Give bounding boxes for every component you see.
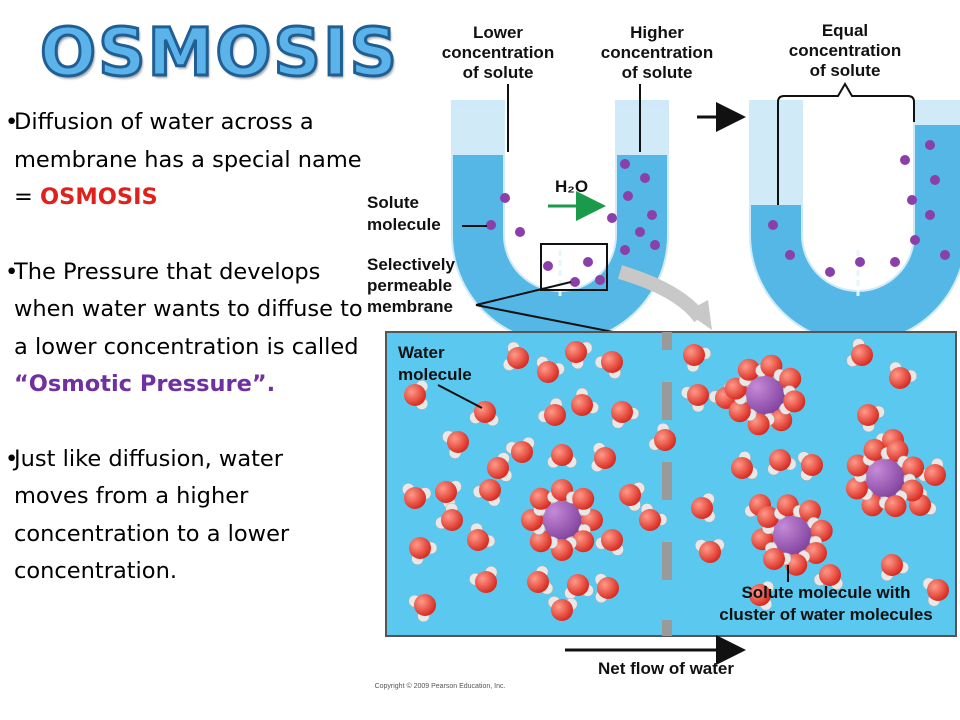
svg-text:Equal: Equal xyxy=(822,21,868,40)
water-molecule-icon xyxy=(537,397,566,426)
water-molecule-icon xyxy=(404,380,429,410)
water-molecule-icon xyxy=(536,356,565,383)
solute-clusters xyxy=(521,354,925,576)
water-molecule-icon xyxy=(694,538,725,563)
svg-text:permeable: permeable xyxy=(367,276,452,295)
water-molecule-icon xyxy=(691,492,716,523)
svg-text:Solute: Solute xyxy=(367,193,419,212)
water-molecule-icon xyxy=(595,529,624,556)
water-molecule-icon xyxy=(922,577,949,607)
tube-solute-dots xyxy=(486,140,950,287)
water-molecule-icon xyxy=(619,482,645,512)
svg-text:Water: Water xyxy=(398,343,445,362)
water-molecule-icon xyxy=(878,490,908,518)
water-molecule-icon xyxy=(467,522,496,551)
water-molecule-icon xyxy=(435,502,463,531)
bullet-text: The Pressure that develops when water wa… xyxy=(14,258,363,360)
h2o-label: H₂O xyxy=(555,177,588,196)
water-molecule-icon xyxy=(648,422,676,451)
water-molecule-icon xyxy=(547,444,577,469)
svg-text:of solute: of solute xyxy=(810,61,881,80)
label-membrane: Selectively permeable membrane xyxy=(367,255,665,343)
water-molecule-icon xyxy=(590,442,616,472)
water-molecule-icon xyxy=(442,430,469,459)
water-molecule-icon xyxy=(889,361,918,389)
net-flow-label: Net flow of water xyxy=(598,659,734,678)
water-molecule-icon xyxy=(502,341,529,371)
bullet-osmosis-definition: •Diffusion of water across a membrane ha… xyxy=(5,109,362,210)
water-molecule-icon xyxy=(547,596,578,621)
water-molecule-icon xyxy=(527,565,554,595)
water-molecule-icon xyxy=(469,566,498,593)
water-molecule-icon xyxy=(767,449,797,476)
zoom-box xyxy=(540,243,608,291)
svg-text:of solute: of solute xyxy=(463,63,534,82)
label-lower-concentration: Lower concentration of solute xyxy=(442,23,554,152)
water-molecule-icon xyxy=(639,503,668,531)
bullet-text: Diffusion of water across a membrane has… xyxy=(14,109,362,210)
water-molecule-icon xyxy=(880,554,909,582)
label-higher-concentration: Higher concentration of solute xyxy=(601,23,713,152)
water-molecule-icon xyxy=(846,338,873,367)
slide-title: OSMOSIS xyxy=(38,14,400,91)
svg-text:Higher: Higher xyxy=(630,23,684,42)
water-molecule-icon xyxy=(594,351,623,379)
copyright-text: Copyright © 2009 Pearson Education, Inc. xyxy=(375,682,506,690)
label-solute-molecule: Solute molecule xyxy=(367,193,487,234)
svg-text:Selectively: Selectively xyxy=(367,255,455,274)
water-molecule-icon xyxy=(797,451,823,481)
svg-text:cluster of water molecules: cluster of water molecules xyxy=(719,605,933,624)
water-molecule-icon xyxy=(409,537,438,565)
bullet-text: Just like diffusion, water moves from a … xyxy=(14,445,290,585)
svg-text:of solute: of solute xyxy=(622,63,693,82)
svg-text:Lower: Lower xyxy=(473,23,523,42)
svg-text:concentration: concentration xyxy=(442,43,554,62)
water-molecule-icon xyxy=(611,401,640,429)
water-molecule-icon xyxy=(472,479,501,507)
u-tube-equilibrium xyxy=(749,100,960,344)
water-molecule-icon xyxy=(505,436,535,463)
water-molecule-icon xyxy=(564,574,594,600)
water-molecule-icon xyxy=(487,452,513,482)
svg-text:concentration: concentration xyxy=(789,41,901,60)
magnified-membrane xyxy=(662,332,672,636)
water-molecule-icon xyxy=(813,564,844,590)
highlight-osmosis: OSMOSIS xyxy=(40,184,158,210)
svg-text:membrane: membrane xyxy=(367,297,453,316)
label-solute-cluster: Solute molecule with cluster of water mo… xyxy=(719,565,933,624)
water-molecule-icon xyxy=(594,573,619,604)
water-molecule-icon xyxy=(408,594,436,623)
svg-text:molecule: molecule xyxy=(398,365,472,384)
svg-text:concentration: concentration xyxy=(601,43,713,62)
label-equal-concentration: Equal concentration of solute xyxy=(777,21,915,205)
svg-text:molecule: molecule xyxy=(367,215,441,234)
water-molecule-icon xyxy=(566,487,595,516)
water-molecule-icon xyxy=(749,580,774,611)
u-tube-initial xyxy=(451,100,669,344)
water-molecule-icon xyxy=(571,387,599,416)
water-molecule-icon xyxy=(565,341,593,370)
bullet-list: •Diffusion of water across a membrane ha… xyxy=(5,104,364,628)
water-molecule-icon xyxy=(857,404,885,433)
water-molecule-icon xyxy=(762,542,792,570)
water-molecule-icon xyxy=(683,344,712,373)
water-molecule-icon xyxy=(681,384,709,413)
highlight-osmotic-pressure: “Osmotic Pressure”. xyxy=(14,371,276,397)
label-water-molecule: Water molecule xyxy=(398,343,483,409)
water-molecule-icon xyxy=(402,483,432,509)
svg-text:Solute molecule with: Solute molecule with xyxy=(741,583,910,602)
water-molecule-icon xyxy=(731,451,759,480)
water-molecule-icon xyxy=(779,385,806,415)
water-molecule-icon xyxy=(917,457,946,486)
bullet-osmotic-pressure: •The Pressure that develops when water w… xyxy=(5,258,363,398)
bullet-water-movement: •Just like diffusion, water moves from a… xyxy=(5,445,290,585)
